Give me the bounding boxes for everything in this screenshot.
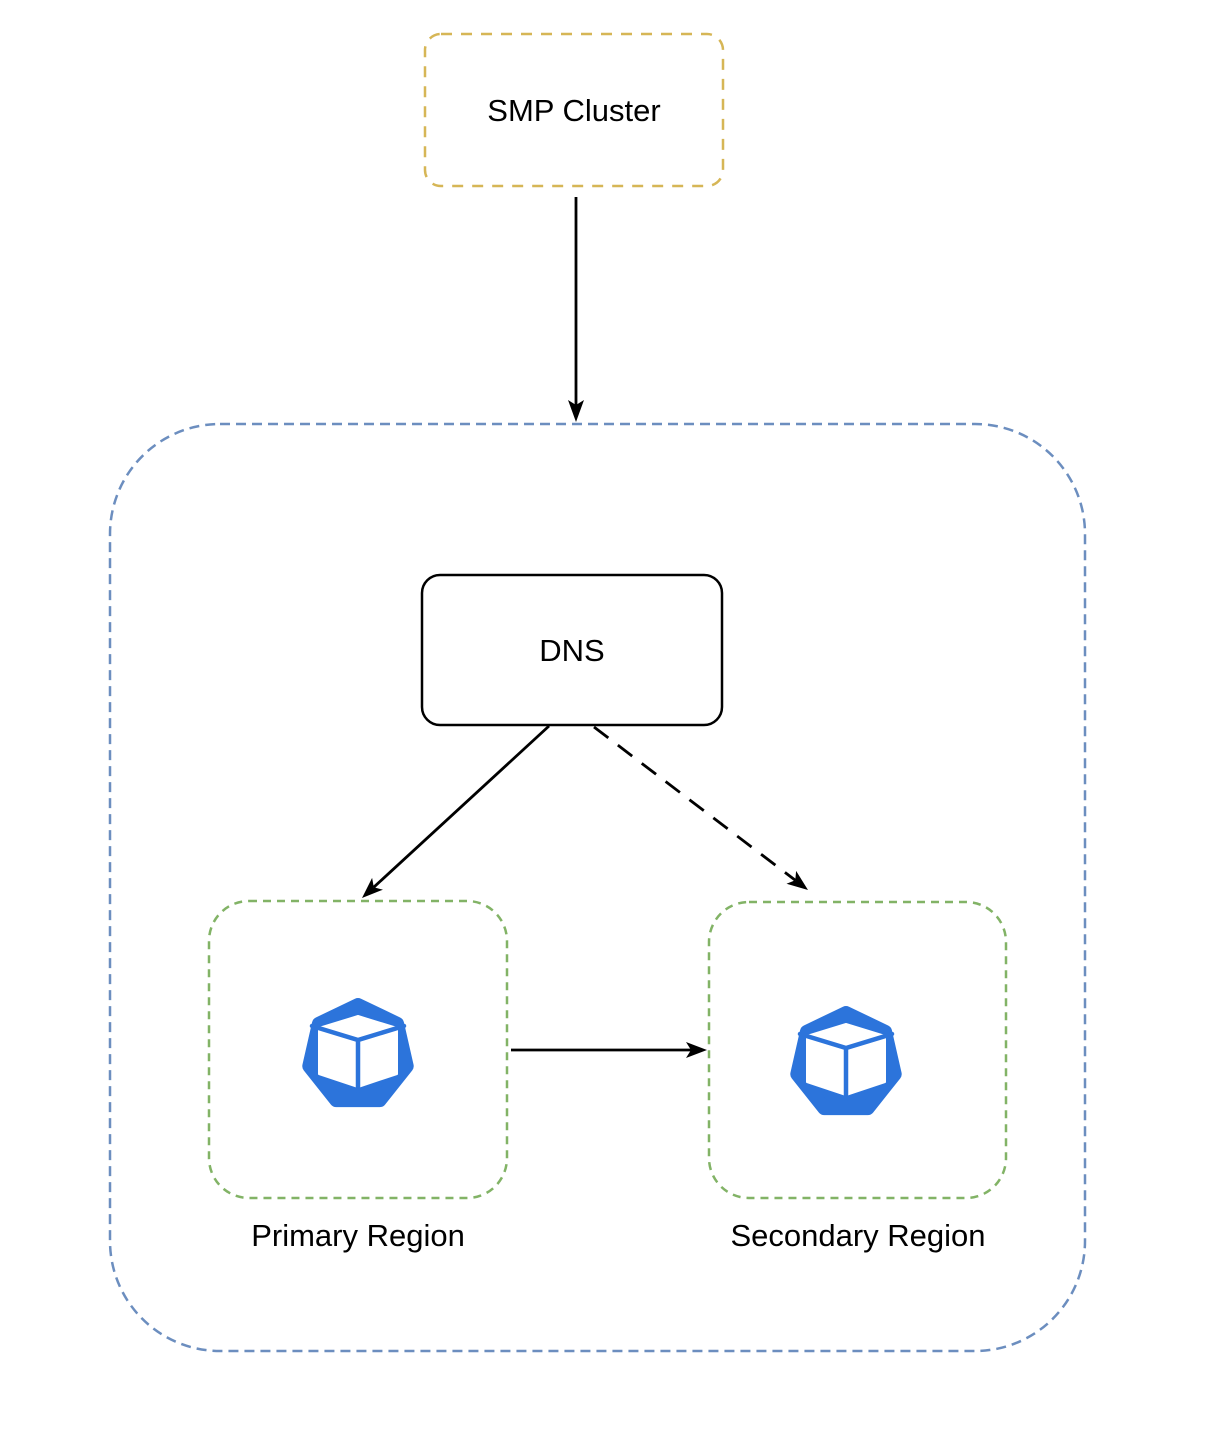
edge-dns-to-primary-line xyxy=(372,724,550,889)
node-smp-cluster-label: SMP Cluster xyxy=(487,93,661,129)
node-dns xyxy=(420,573,724,727)
edge-primary-to-secondary xyxy=(511,1042,707,1058)
edge-dns-to-secondary-line xyxy=(593,725,797,882)
node-dns-label: DNS xyxy=(539,633,605,669)
cube-face-gaps xyxy=(309,1023,407,1094)
region-primary-label: Primary Region xyxy=(251,1218,465,1254)
edge-dns-to-secondary xyxy=(593,725,808,890)
zone-container xyxy=(108,422,1087,1353)
edge-smp-to-zone xyxy=(568,197,584,422)
zone-container-box xyxy=(108,422,1087,1353)
cube-face-gaps xyxy=(797,1031,895,1102)
region-secondary-label: Secondary Region xyxy=(730,1218,986,1254)
edge-dns-to-primary xyxy=(362,724,550,898)
edge-smp-to-zone-arrowhead xyxy=(568,400,584,422)
node-smp-cluster-box xyxy=(423,32,725,188)
edge-dns-to-secondary-arrowhead xyxy=(786,870,808,890)
cube-heptagon-icon xyxy=(790,1006,902,1116)
cube-heptagon-icon xyxy=(302,998,414,1108)
edge-primary-to-secondary-arrowhead xyxy=(686,1042,707,1058)
node-dns-box xyxy=(420,573,724,727)
node-smp-cluster xyxy=(423,32,725,188)
edge-dns-to-primary-arrowhead xyxy=(362,877,383,898)
